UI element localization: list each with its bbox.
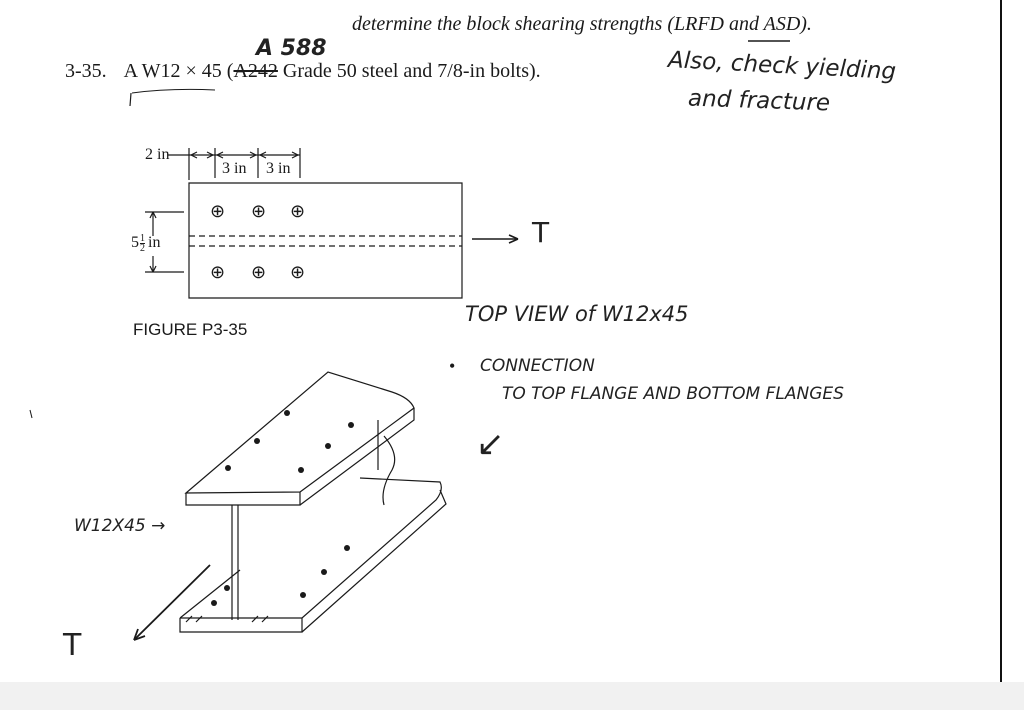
struck-grade: A242 <box>233 60 278 82</box>
connection-note-line2: TO TOP FLANGE AND BOTTOM FLANGES <box>502 384 844 404</box>
tension-label-plan: T <box>532 216 550 249</box>
dim-gage-unit: in <box>148 234 161 252</box>
bolt-hole: ⊕ <box>251 201 267 221</box>
member-label: W12X45 → <box>74 516 166 536</box>
tension-label-iso: T <box>63 628 82 663</box>
bolt-hole: ⊕ <box>290 201 306 221</box>
dim-gage-num: 1 <box>140 233 145 244</box>
page-right-border <box>1000 0 1002 710</box>
connection-note-line1: CONNECTION <box>480 356 595 376</box>
bullet-mark: • <box>449 356 456 376</box>
dim-bolt-spacing-2: 3 in <box>266 160 291 177</box>
problem-statement-part-a: A W12 × 45 ( <box>123 60 234 82</box>
dim-gage-den: 2 <box>140 243 145 254</box>
bolt-hole: ⊕ <box>290 262 306 282</box>
problem-statement: 3-35. A W12 × 45 (A242 Grade 50 steel an… <box>65 60 541 83</box>
problem-statement-part-b: Grade 50 steel and 7/8-in bolts). <box>282 60 541 82</box>
dim-gage-whole: 5 <box>131 234 139 252</box>
top-view-label: TOP VIEW of W12x45 <box>465 302 689 326</box>
dim-bolt-spacing-1: 3 in <box>222 160 247 177</box>
problem-number: 3-35. <box>65 60 107 82</box>
problem-header-fragment: determine the block shearing strengths (… <box>352 13 812 35</box>
bolt-hole: ⊕ <box>251 262 267 282</box>
connection-arrow-icon: ↙ <box>476 426 505 463</box>
dim-edge-distance: 2 in <box>145 146 170 163</box>
bolt-hole: ⊕ <box>210 201 226 221</box>
bolt-hole: ⊕ <box>210 262 226 282</box>
figure-caption: FIGURE P3-35 <box>133 320 248 339</box>
page-bottom-band <box>0 682 1024 710</box>
handwritten-grade-note: A 588 <box>256 36 327 61</box>
